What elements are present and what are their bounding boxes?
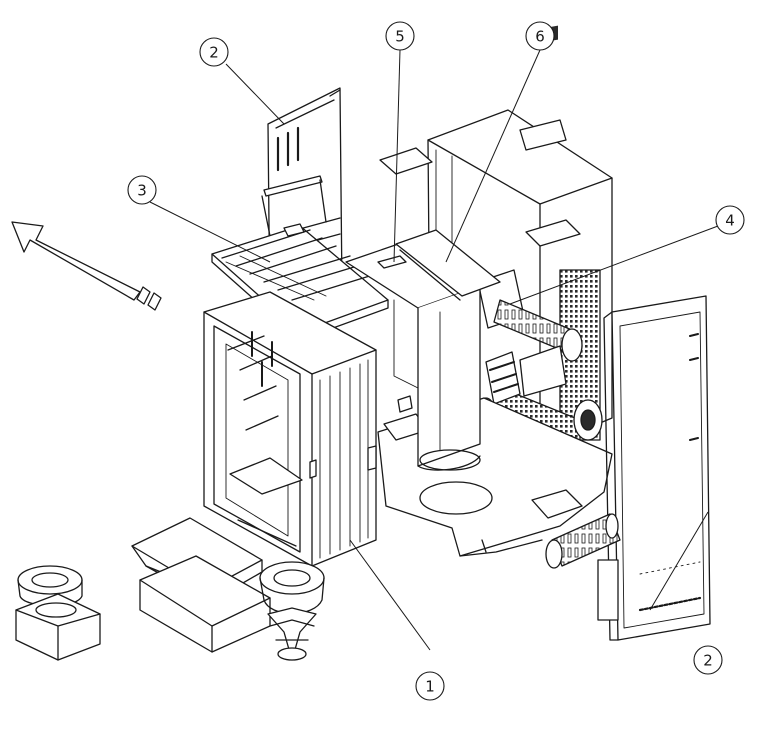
- ash-drawer-box: [139, 555, 271, 653]
- feed-auger-tube: [545, 513, 621, 569]
- callout-2-top: 2: [199, 37, 229, 67]
- svg-text:2: 2: [209, 44, 219, 62]
- right-side-panel: [597, 295, 711, 641]
- combustion-fan: [259, 561, 325, 661]
- svg-text:6: 6: [535, 28, 545, 46]
- svg-text:5: 5: [395, 28, 405, 46]
- callout-3: 3: [127, 175, 157, 205]
- callout-5: 5: [385, 21, 415, 51]
- flue-direction-arrow: [11, 221, 162, 311]
- svg-text:2: 2: [703, 652, 713, 670]
- svg-text:1: 1: [425, 678, 435, 696]
- leader-lines: [149, 49, 719, 651]
- callout-6: 6: [525, 21, 555, 51]
- svg-text:3: 3: [137, 182, 147, 200]
- callout-4: 4: [715, 205, 745, 235]
- callout-2-bottom: 2: [693, 645, 723, 675]
- callout-1: 1: [415, 671, 445, 701]
- top-cover-plate: [395, 229, 501, 301]
- combustion-chamber-duct: [345, 239, 481, 471]
- firebox-frame: [203, 291, 377, 567]
- blower-unit: [15, 565, 101, 661]
- svg-text:4: 4: [725, 212, 735, 230]
